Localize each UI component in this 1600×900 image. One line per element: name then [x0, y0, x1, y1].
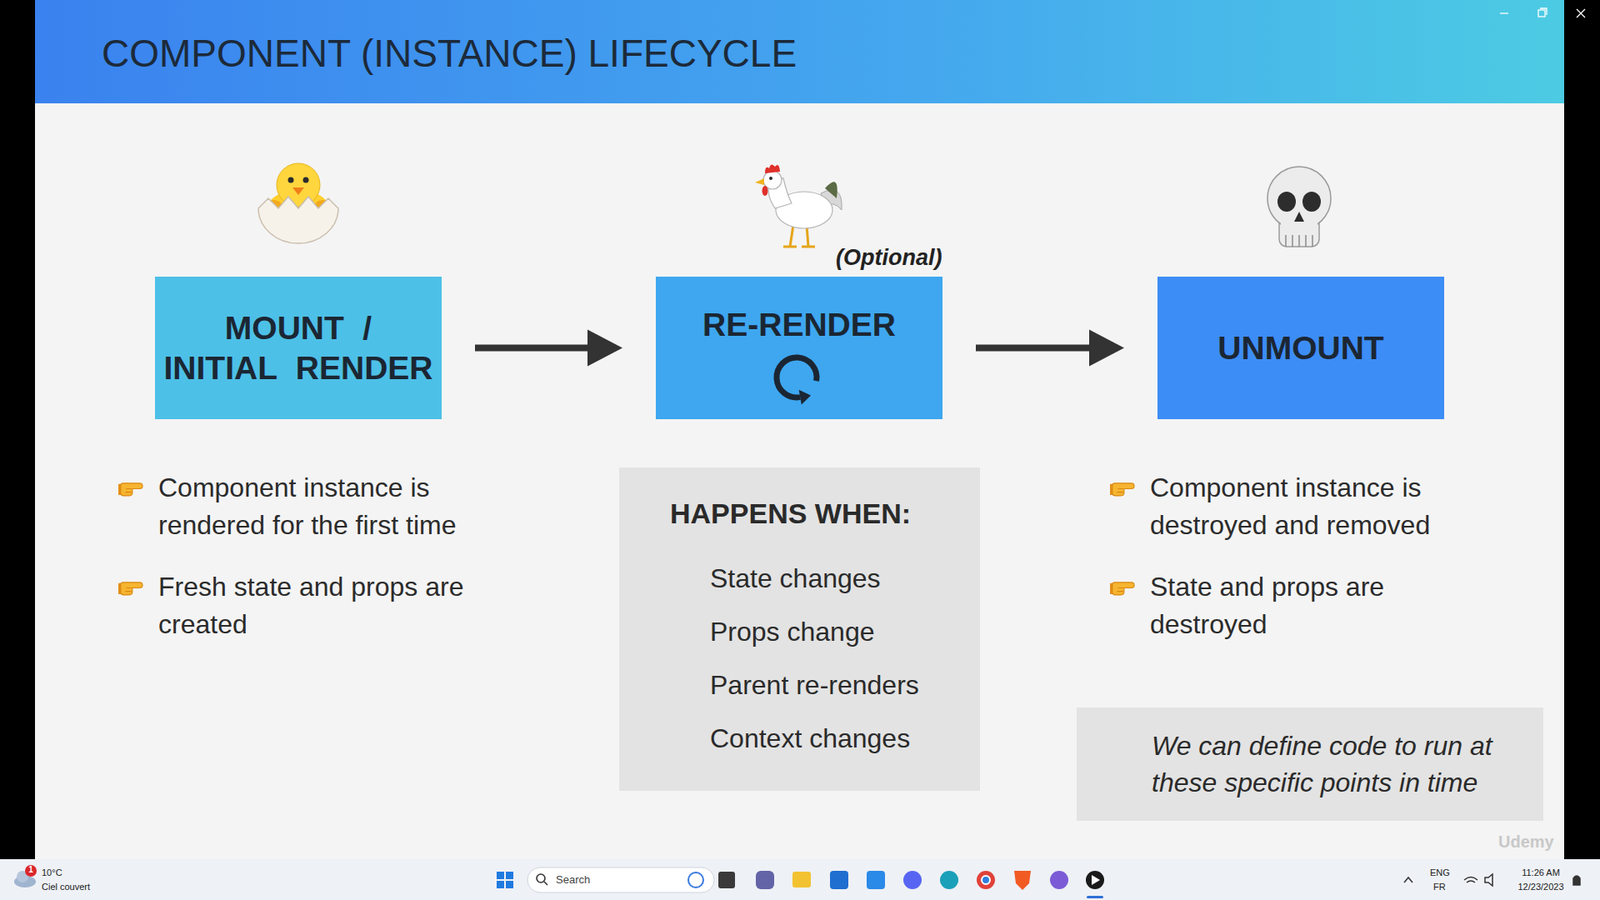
lifecycle-stage-box: MOUNT / INITIAL RENDER [155, 276, 442, 420]
header-band [35, 0, 1565, 104]
arrowhead [1089, 330, 1125, 367]
bullet-text: Fresh state and props are created [158, 568, 492, 644]
arrow-shaft [975, 345, 1091, 352]
search-placeholder: Search [555, 873, 590, 887]
weather-icon [14, 865, 37, 888]
stage-title: RE-RENDER [702, 305, 896, 345]
lifecycle-stage-box: UNMOUNT [1157, 276, 1445, 420]
stage-title: UNMOUNT [1217, 328, 1384, 369]
search-box [527, 867, 715, 893]
condition-item: Props change [710, 605, 875, 659]
bullet-text: Component instance is rendered for the f… [158, 469, 492, 545]
note-text: We can define code to run at these speci… [1151, 727, 1527, 801]
panel-heading: HAPPENS WHEN: [670, 496, 911, 530]
taskbar-app-icons [496, 870, 1105, 899]
arrow-shaft [475, 345, 590, 352]
stage-title: MOUNT / INITIAL RENDER [160, 308, 436, 389]
lifecycle-stage-box: RE-RENDER [655, 276, 943, 420]
flow-arrow [975, 330, 1125, 367]
keyboard-layout: FR [1433, 880, 1446, 894]
language-code: ENG [1430, 866, 1450, 880]
note-callout: We can define code to run at these speci… [1076, 707, 1544, 821]
hatching-chick-emoji [258, 163, 339, 244]
watermark: Udemy [1498, 830, 1555, 853]
arrowhead [587, 330, 623, 367]
condition-item: Context changes [710, 711, 910, 765]
condition-item: Parent re-renders [710, 658, 920, 712]
bullet-text: State and props are destroyed [1150, 568, 1484, 644]
conditions-panel: HAPPENS WHEN: State changesProps changePa… [619, 467, 980, 791]
bullet-text: Component instance is destroyed and remo… [1150, 469, 1484, 545]
slide-title: COMPONENT (INSTANCE) LIFECYCLE [101, 30, 797, 76]
optional-note: (Optional) [835, 243, 942, 272]
rooster-emoji [755, 164, 842, 247]
refresh-icon [767, 348, 826, 407]
slide-ground [35, 103, 1565, 860]
flow-arrow [475, 330, 623, 367]
weather-temperature: 10°C [41, 866, 63, 880]
clock-date: 12/23/2023 [1510, 880, 1572, 894]
notification-badge: 1 [25, 864, 37, 876]
clock-time: 11:26 AM [1512, 866, 1570, 880]
skull-emoji [1267, 166, 1331, 247]
window-controls [1500, 8, 1585, 18]
weather-text: Ciel couvert [41, 880, 90, 894]
taskbar [0, 859, 1600, 900]
condition-item: State changes [710, 551, 881, 605]
